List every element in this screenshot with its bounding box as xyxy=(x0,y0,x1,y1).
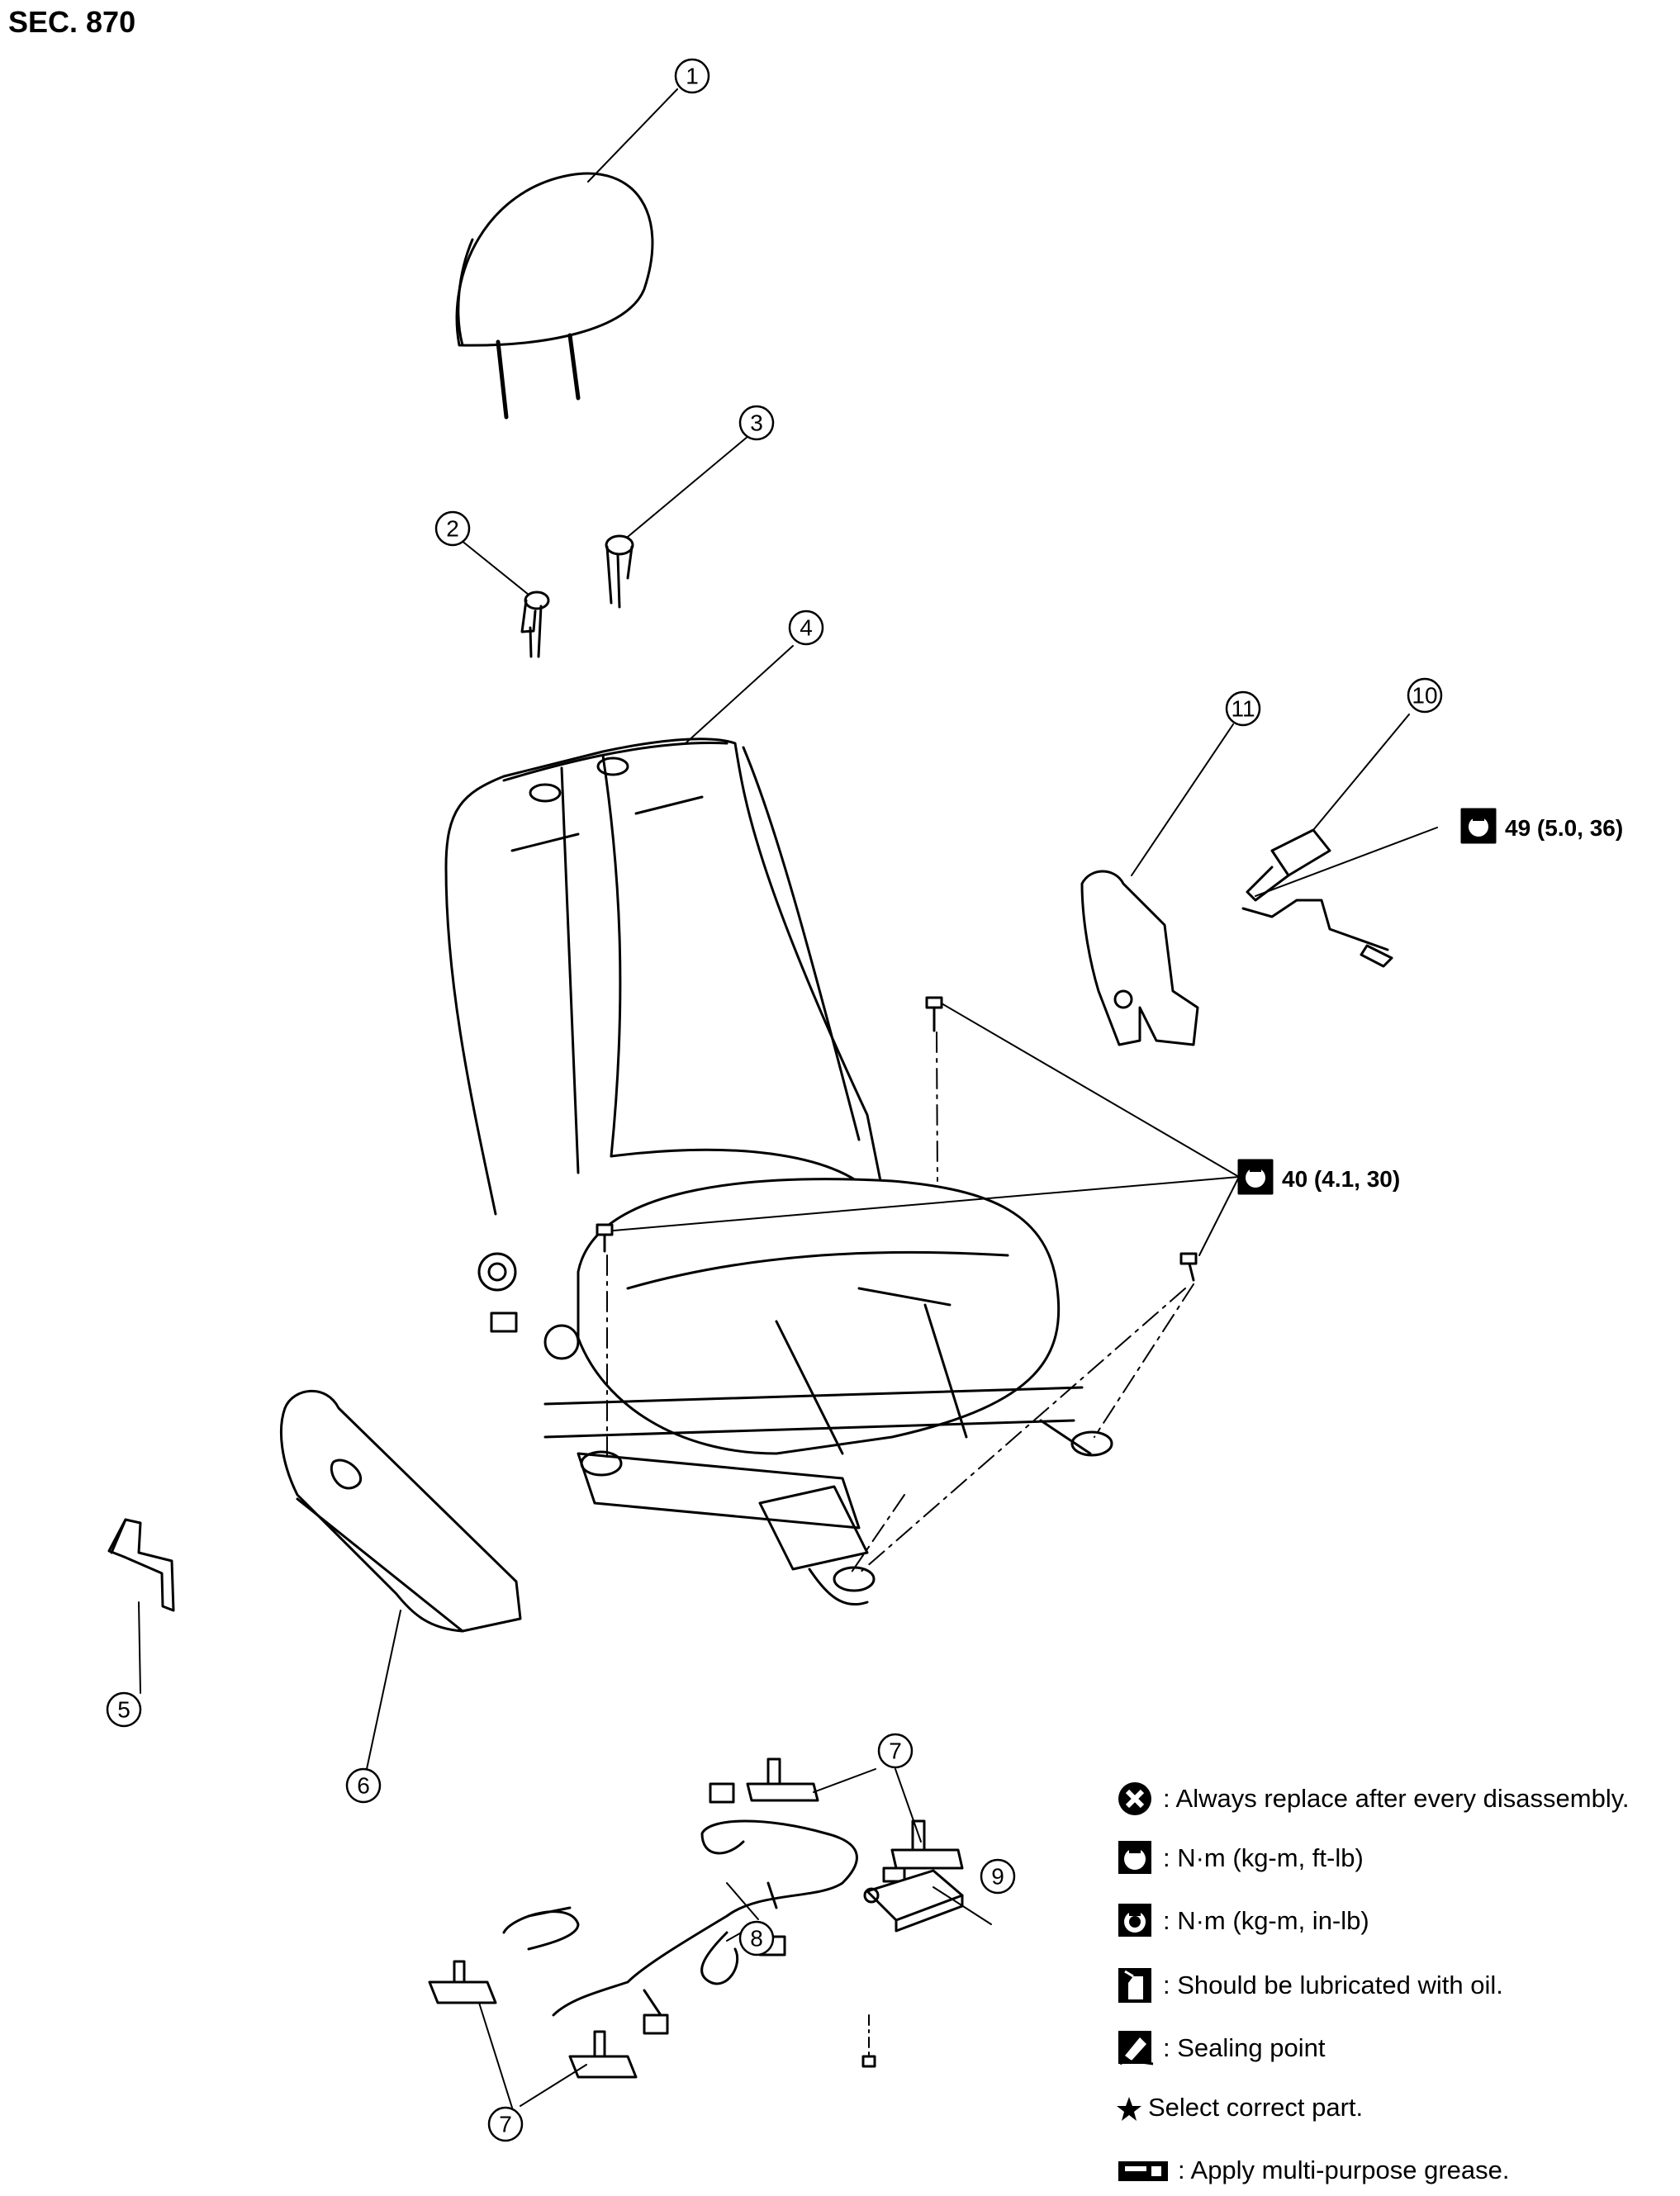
legend-text: : Always replace after every disassembly… xyxy=(1163,1784,1630,1813)
torque-icon xyxy=(1237,1159,1274,1195)
oil-can-icon xyxy=(1115,1966,1158,2004)
legend-row-seal: : Sealing point xyxy=(1115,2025,1325,2071)
sensor-part-7 xyxy=(746,1757,819,1802)
wiring-harness-part-8 xyxy=(502,1782,858,2035)
callout-number: 6 xyxy=(357,1773,370,1799)
callout-c6: 6 xyxy=(345,1767,382,1804)
control-unit-part-9 xyxy=(861,1869,964,2068)
legend-text: : Apply multi-purpose grease. xyxy=(1178,2156,1510,2184)
callout-number: 5 xyxy=(117,1697,131,1723)
torque-leaders xyxy=(613,827,1438,1256)
side-finisher-part-6 xyxy=(279,1389,522,1633)
callout-number: 8 xyxy=(750,1926,763,1952)
section-number: SEC. 870 xyxy=(8,5,136,39)
torque-value-belt: 49 (5.0, 36) xyxy=(1505,815,1623,841)
callout-number: 1 xyxy=(686,64,699,89)
legend-row-grease: : Apply multi-purpose grease. xyxy=(1115,2147,1510,2194)
star-icon xyxy=(1115,2089,1143,2127)
callout-c11: 11 xyxy=(1225,690,1261,727)
seat-bolt xyxy=(596,1223,614,1253)
callout-c4: 4 xyxy=(788,609,824,646)
callout-number: 7 xyxy=(499,2112,512,2137)
sensor-part-7 xyxy=(882,1819,964,1883)
headrest-guide-part-3 xyxy=(605,534,634,609)
callout-c7b: 7 xyxy=(487,2106,524,2142)
callout-c2: 2 xyxy=(434,510,471,547)
legend-row-ftlb: : N·m (kg-m, ft-lb) xyxy=(1115,1835,1364,1881)
callout-number: 3 xyxy=(750,410,763,436)
torque-inlb-icon xyxy=(1115,1902,1158,1940)
callout-number: 11 xyxy=(1231,696,1255,722)
callout-c1: 1 xyxy=(674,58,710,94)
callout-number: 7 xyxy=(889,1738,902,1764)
clip-part-5 xyxy=(107,1518,175,1612)
legend-row-oil: : Should be lubricated with oil. xyxy=(1115,1962,1503,2009)
cover-part-11 xyxy=(1080,870,1199,1046)
callout-c5: 5 xyxy=(106,1691,142,1728)
callout-c9: 9 xyxy=(980,1858,1016,1895)
legend-text: Select correct part. xyxy=(1148,2093,1364,2122)
legend-text: : N·m (kg-m, in-lb) xyxy=(1163,1906,1369,1935)
seat-assembly-part xyxy=(444,738,1113,1606)
torque-value-seat: 40 (4.1, 30) xyxy=(1282,1166,1400,1192)
callout-number: 9 xyxy=(991,1864,1004,1890)
seat-bolt xyxy=(1179,1252,1198,1282)
legend-text: : Sealing point xyxy=(1163,2033,1326,2062)
callout-number: 2 xyxy=(446,516,459,542)
sensor-part-7 xyxy=(568,2030,638,2079)
headrest-guide-part-2 xyxy=(520,591,550,658)
installation-lines xyxy=(606,1032,1194,1574)
callout-leaders xyxy=(138,88,1410,2108)
legend-row-replace: : Always replace after every disassembly… xyxy=(1115,1776,1630,1822)
callout-c10: 10 xyxy=(1407,677,1443,714)
callout-c7a: 7 xyxy=(877,1733,914,1769)
callout-c3: 3 xyxy=(738,405,775,441)
legend-row-star: Select correct part. xyxy=(1115,2085,1363,2131)
sealant-icon xyxy=(1115,2029,1158,2067)
callout-number: 10 xyxy=(1412,683,1437,709)
grease-icon xyxy=(1115,2151,1173,2189)
seat-bolt xyxy=(925,996,943,1032)
torque-icon xyxy=(1460,808,1497,844)
sensor-part-7 xyxy=(428,1960,497,2004)
headrest-part xyxy=(455,172,654,420)
seat-belt-buckle-part-10 xyxy=(1241,828,1393,968)
callout-c8: 8 xyxy=(738,1920,775,1956)
always-replace-icon xyxy=(1115,1780,1158,1818)
legend-text: : N·m (kg-m, ft-lb) xyxy=(1163,1843,1364,1872)
torque-ftlb-icon xyxy=(1115,1839,1158,1877)
legend-text: : Should be lubricated with oil. xyxy=(1163,1971,1503,1999)
callout-number: 4 xyxy=(800,615,813,641)
legend-row-inlb: : N·m (kg-m, in-lb) xyxy=(1115,1898,1369,1944)
